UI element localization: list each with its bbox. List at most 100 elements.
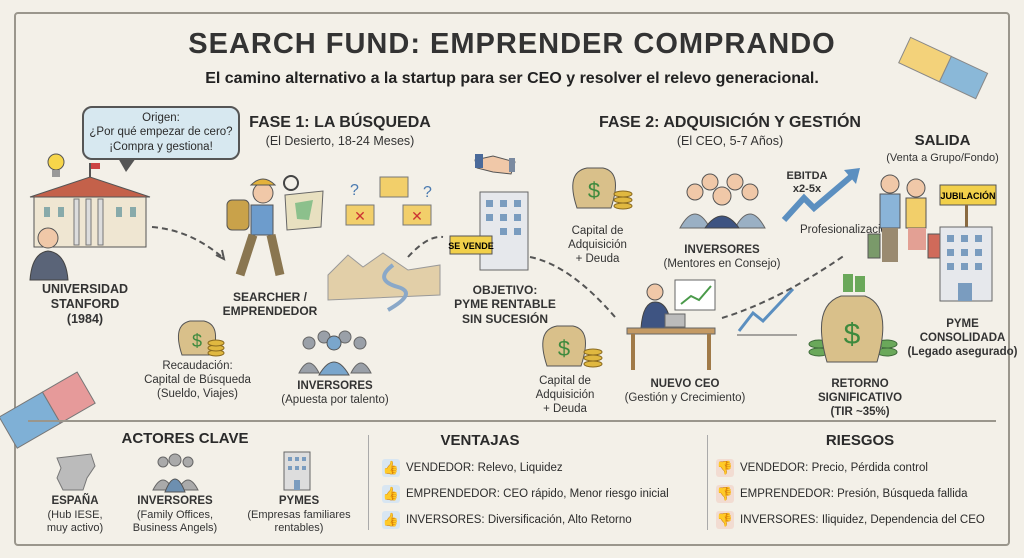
label-line: PYME RENTABLE [454, 297, 556, 312]
page-title: SEARCH FUND: EMPRENDER COMPRANDO [188, 28, 836, 60]
growth-chart-icon [737, 287, 797, 336]
target-label: OBJETIVO: PYME RENTABLE SIN SUCESIÓN [440, 283, 570, 326]
label-line: (TIR ~35%) [830, 405, 890, 418]
phase1-title: FASE 1: LA BÚSQUEDA [249, 114, 431, 131]
thumbs-up-icon: 👍 [382, 459, 400, 477]
label-line: EMPRENDEDOR [222, 304, 318, 319]
mentors-label: INVERSORES (Mentores en Consejo) [647, 244, 797, 272]
advantage-who: EMPRENDEDOR: [406, 488, 500, 500]
bubble-line: ¡Compra y gestiona! [109, 140, 213, 153]
advantages-title: VENTAJAS [440, 432, 520, 449]
svg-text:?: ? [350, 182, 359, 199]
svg-text:?: ? [423, 184, 432, 201]
label-line: CONSOLIDADA [919, 331, 1006, 344]
searcher-label: SEARCHER / EMPRENDEDOR [215, 290, 325, 319]
thumbs-down-icon: 👎 [716, 485, 734, 503]
label-line: Adquisición [535, 388, 595, 401]
for-sale-sign: SE VENDE [448, 241, 494, 251]
origin-label: UNIVERSIDAD STANFORD (1984) [30, 282, 140, 327]
actor-desc: (Hub IESE, [47, 508, 103, 521]
risk-text: Precio, Pérdida control [811, 462, 928, 474]
label-line: (1984) [66, 312, 104, 326]
advantage-text: Relevo, Liquidez [477, 462, 563, 474]
label-line: STANFORD [50, 297, 120, 311]
sme-building-icon [283, 451, 311, 491]
risk-text: Presión, Búsqueda fallida [837, 488, 968, 500]
money-bag-icon: $ [572, 167, 633, 210]
money-bag-icon: $ [177, 320, 225, 357]
label-line: Capital de [539, 375, 591, 387]
label-line: EBITDA [786, 170, 828, 182]
actors-title: ACTORES CLAVE [121, 430, 249, 447]
phase2-title: FASE 2: ADQUISICIÓN Y GESTIÓN [599, 114, 861, 131]
return-label: RETORNO SIGNIFICATIVO (TIR ~35%) [805, 378, 915, 419]
actor-desc: Business Angels) [132, 521, 218, 534]
searcher-hiker-icon [226, 175, 324, 277]
advantage-text: CEO rápido, Menor riesgo inicial [503, 488, 669, 500]
advantage-item: 👍EMPRENDEDOR: CEO rápido, Menor riesgo i… [382, 481, 669, 507]
advantage-who: VENDEDOR: [406, 462, 475, 474]
label-line: + Deuda [575, 252, 620, 265]
investors-label: INVERSORES (Apuesta por talento) [270, 380, 400, 408]
thumbs-down-icon: 👎 [716, 459, 734, 477]
risk-who: EMPRENDEDOR: [740, 488, 834, 500]
label-line: Adquisición [568, 238, 627, 251]
growth-arrow-icon [781, 168, 860, 223]
advantage-item: 👍 INVERSORES: Diversificación, Alto Retor… [382, 507, 669, 533]
label-line: + Deuda [543, 402, 587, 415]
risks-list: 👎VENDEDOR: Precio, Pérdida control 👎 EMPR… [716, 455, 985, 533]
phase1-subtitle: (El Desierto, 18-24 Meses) [265, 134, 415, 148]
origin-speech-bubble: Origen: ¿Por qué empezar de cero? ¡Compr… [82, 106, 240, 172]
bubble-line: ¿Por qué empezar de cero? [89, 126, 233, 139]
thumbs-up-icon: 👍 [382, 511, 400, 529]
actor-spain: ESPAÑA(Hub IESE,muy activo) [35, 495, 115, 535]
risk-item: 👎VENDEDOR: Precio, Pérdida control [716, 455, 985, 481]
advantage-item: 👍 VENDEDOR: Relevo, Liquidez [382, 455, 669, 481]
desert-path-icon: ??✕✕ [327, 176, 444, 312]
label-line: x2-5x [792, 183, 822, 196]
return-money-bag-icon: $ [808, 274, 898, 363]
retired-couple-icon [867, 174, 941, 262]
professionalization-label: Profesionalización [800, 224, 894, 236]
money-bag-icon: $ [542, 325, 603, 368]
target-company-building-icon: SE VENDE [448, 191, 529, 271]
panel-divider [707, 435, 708, 530]
actor-name: ESPAÑA [51, 495, 99, 507]
risk-item: 👎 EMPRENDEDOR: Presión, Búsqueda fallida [716, 481, 985, 507]
advantage-text: Diversificación, Alto Retorno [487, 514, 632, 526]
exit-title: SALIDA [914, 132, 971, 149]
advantage-who: INVERSORES: [406, 514, 485, 526]
ebitda-label: EBITDA x2-5x [782, 170, 832, 196]
risk-who: INVERSORES: [740, 514, 819, 526]
page-frame [14, 12, 1010, 546]
fundraise-label: Recaudación: Capital de Búsqueda (Sueldo… [140, 360, 255, 401]
risk-text: Iliquidez, Dependencia del CEO [821, 514, 985, 526]
dashed-arrow-icon [529, 256, 616, 318]
actor-name: PYMES [278, 495, 320, 507]
actor-investors: INVERSORES(Family Offices,Business Angel… [122, 495, 228, 535]
capital-bottom-label: Capital de Adquisición + Deuda [525, 375, 605, 416]
label-line: SIN SUCESIÓN [461, 311, 548, 326]
investors-crowd-icon [298, 330, 372, 376]
svg-text:$: $ [588, 178, 600, 203]
actor-desc: (Family Offices, [136, 508, 214, 521]
actor-desc: (Empresas familiares [247, 508, 351, 521]
lightbulb-icon [47, 153, 65, 177]
risk-item: 👎 INVERSORES: Iliquidez, Dependencia del … [716, 507, 985, 533]
professor-figure-icon [29, 227, 69, 281]
exit-building-icon: JUBILACIÓN [939, 184, 997, 302]
label-line: SEARCHER / [232, 290, 307, 304]
label-title: NUEVO CEO [650, 378, 720, 390]
ceo-at-desk-icon [626, 279, 716, 370]
svg-text:✕: ✕ [411, 208, 423, 224]
thumbs-down-icon: 👎 [716, 511, 734, 529]
phase2-subtitle: (El CEO, 5-7 Años) [676, 134, 784, 148]
label-sub: (Gestión y Crecimiento) [624, 391, 746, 404]
advantages-list: 👍VENDEDOR: Relevo, Liquidez 👍EMPRENDEDOR… [382, 455, 669, 533]
dashed-arrow-icon [151, 226, 226, 261]
bubble-line: Origen: [142, 112, 180, 124]
svg-text:$: $ [844, 318, 861, 351]
svg-text:✕: ✕ [354, 208, 366, 224]
actor-name: INVERSORES [137, 495, 213, 507]
